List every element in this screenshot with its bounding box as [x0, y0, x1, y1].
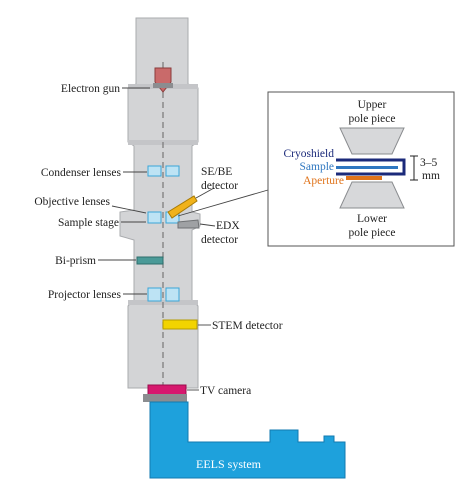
lower-pole-piece [339, 181, 405, 209]
label-electron-gun: Electron gun [61, 83, 120, 95]
cryoshield [336, 158, 406, 176]
label-edx-detector-line1: EDX [216, 220, 240, 232]
label-stem-detector: STEM detector [212, 320, 283, 332]
edx-detector [177, 219, 200, 229]
aperture-strip [346, 176, 382, 180]
label-edx-detector-line2: detector [201, 234, 238, 246]
label-eels-system: EELS system [196, 457, 262, 471]
projector-lens-left [147, 287, 162, 302]
bi-prism [136, 256, 164, 265]
inset-gap-line2: mm [422, 170, 440, 182]
sample-strip [336, 166, 398, 169]
label-tv-camera: TV camera [200, 385, 251, 397]
label-condenser-lenses: Condenser lenses [41, 167, 122, 179]
inset-upper-pole-line1: Upper [358, 99, 387, 111]
labels: Electron gun Condenser lenses Objective … [34, 83, 282, 471]
gun-base [153, 83, 173, 88]
condenser-lenses [147, 165, 180, 177]
microscope-column [119, 17, 201, 389]
objective-lens-left [147, 211, 162, 224]
inset-cryoshield: Cryoshield [284, 148, 335, 160]
leader-objective [111, 205, 147, 214]
label-se-be-detector-line2: detector [201, 180, 238, 192]
label-projector-lenses: Projector lenses [48, 289, 122, 301]
label-objective-lenses: Objective lenses [34, 196, 110, 208]
leader-inset [177, 189, 269, 217]
stem-detector [162, 319, 198, 330]
inset-gap-line1: 3–5 [420, 157, 438, 169]
inset-lower-pole-line1: Lower [357, 213, 387, 225]
inset-upper-pole-line2: pole piece [349, 113, 396, 125]
tv-camera [147, 384, 187, 396]
eels-collar [143, 394, 187, 402]
label-sample-stage: Sample stage [58, 217, 119, 229]
projector-lenses [147, 287, 180, 302]
eels-system [143, 394, 346, 479]
inset-aperture: Aperture [303, 175, 344, 187]
upper-pole-piece [339, 127, 405, 155]
leader-edx [199, 223, 216, 227]
label-se-be-detector-line1: SE/BE [201, 166, 232, 178]
eels-body [149, 401, 346, 479]
leader-se-be [195, 187, 215, 199]
electron-gun [153, 67, 173, 93]
condenser-lens-right [165, 165, 180, 177]
se-be-detector [167, 195, 198, 219]
inset-lower-pole-line2: pole piece [349, 227, 396, 239]
label-bi-prism: Bi-prism [55, 255, 96, 267]
leader-lines [98, 87, 269, 391]
gap-marker [410, 155, 418, 181]
inset-panel: Upper pole piece Lower pole piece Cryosh… [267, 91, 455, 247]
inset-sample: Sample [300, 161, 335, 173]
condenser-lens-left [147, 165, 162, 177]
projector-lens-right [165, 287, 180, 302]
